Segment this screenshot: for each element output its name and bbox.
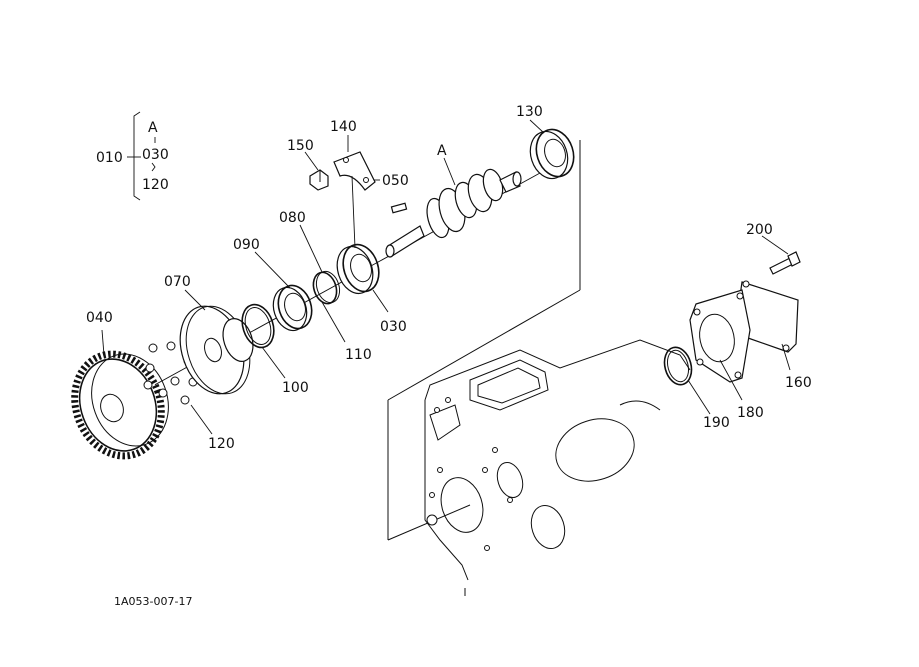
callout-080: 080 [279, 210, 306, 226]
callout-100: 100 [282, 380, 309, 396]
part-190-circlip [663, 346, 711, 415]
part-100-snap-ring [241, 303, 286, 379]
callout-160: 160 [785, 375, 812, 391]
group-bottom-label: 120 [142, 177, 169, 193]
group-top-label: A [148, 120, 158, 136]
part-160-cover [739, 280, 799, 371]
callout-050: 050 [382, 173, 409, 189]
callout-070: 070 [164, 274, 191, 290]
callout-110: 110 [345, 347, 372, 363]
engine-block-outline [387, 140, 691, 596]
group-label: 010 A 030 120 [96, 111, 169, 201]
part-090-bearing [254, 251, 313, 332]
callout-090: 090 [233, 237, 260, 253]
part-180-gasket [689, 289, 751, 401]
part-140-retainer [333, 135, 380, 249]
callout-030: 030 [380, 319, 407, 335]
callout-140: 140 [330, 119, 357, 135]
part-040-gear [71, 329, 169, 460]
callout-A: A [437, 143, 447, 159]
callout-190: 190 [703, 415, 730, 431]
callout-180: 180 [737, 405, 764, 421]
part-A-camshaft [385, 157, 522, 258]
callout-120: 120 [208, 436, 235, 452]
group-parent-label: 010 [96, 150, 123, 166]
part-070-flange [179, 289, 254, 395]
part-080-ring [299, 224, 346, 343]
callout-130: 130 [516, 104, 543, 120]
part-030-bearing [336, 243, 389, 313]
callout-150: 150 [287, 138, 314, 154]
part-130-bearing [529, 119, 575, 180]
group-middle-label: 030 [142, 147, 169, 163]
part-200-bolt [761, 235, 801, 275]
drawing-number: 1A053-007-17 [114, 595, 192, 608]
callout-200: 200 [746, 222, 773, 238]
callout-040: 040 [86, 310, 113, 326]
part-150-bolt [304, 151, 329, 191]
